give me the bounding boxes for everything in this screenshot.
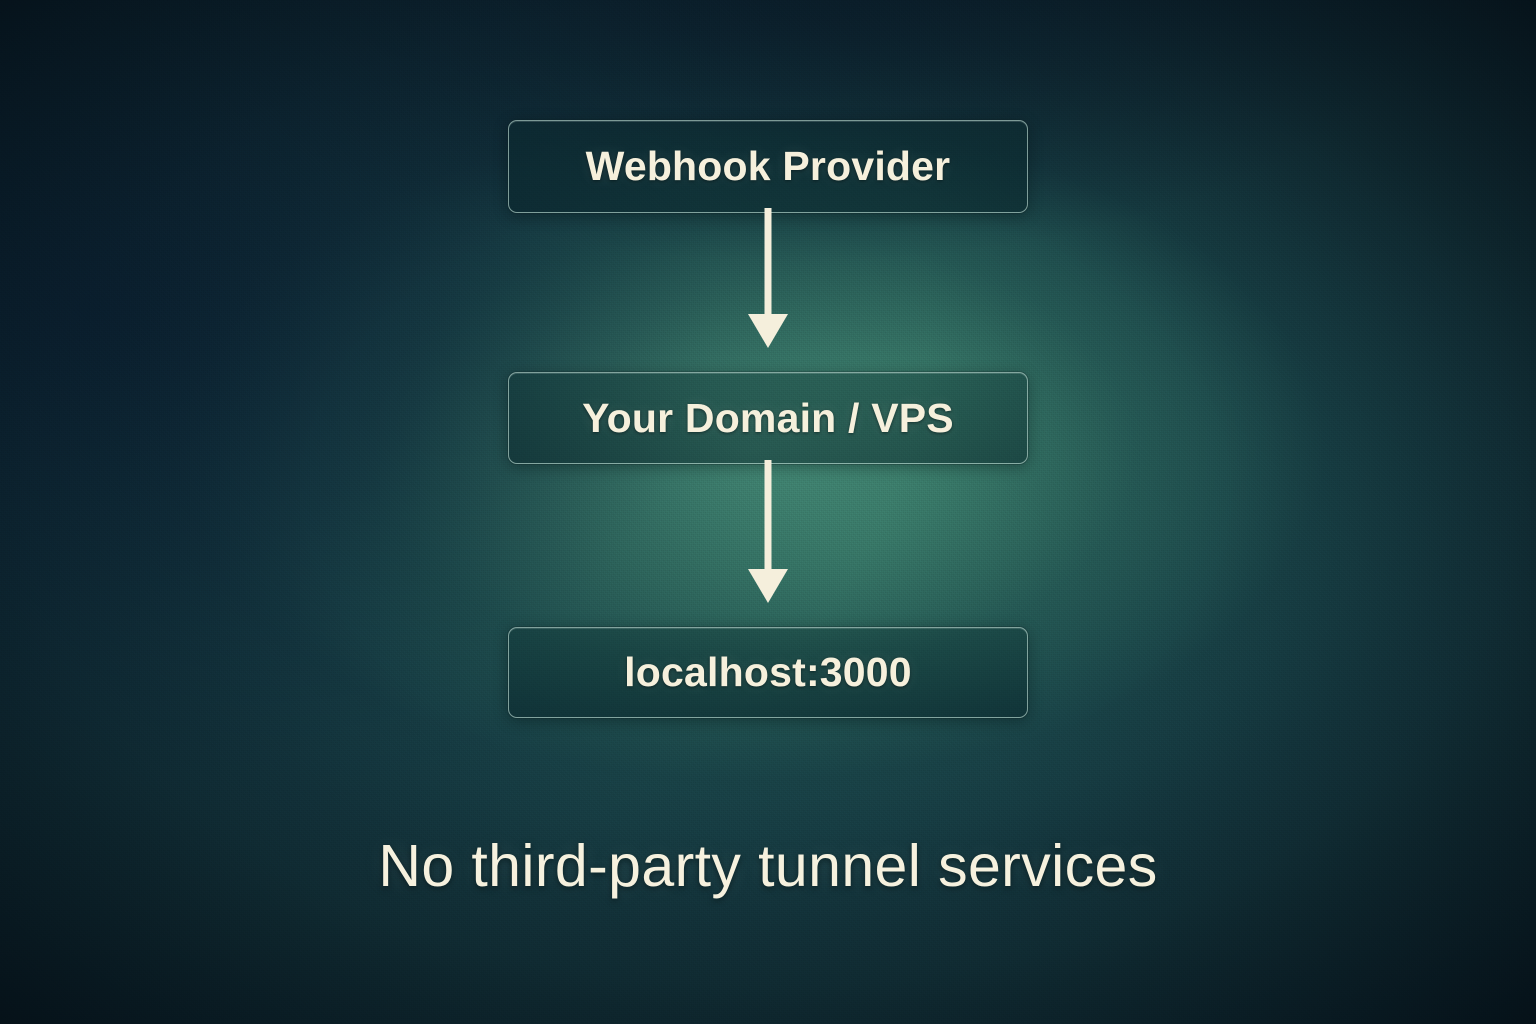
flow-node-label: Your Domain / VPS bbox=[582, 394, 954, 441]
flow-node-label: localhost:3000 bbox=[624, 649, 912, 695]
arrow-head bbox=[748, 314, 788, 348]
arrow-head bbox=[748, 569, 788, 603]
flow-connector-arrow-down-1 bbox=[748, 208, 788, 348]
arrow-shaft bbox=[764, 208, 772, 321]
flow-node-webhook-provider: Webhook Provider bbox=[508, 120, 1028, 213]
flow-connector-arrow-down-2 bbox=[748, 460, 788, 603]
flow-node-localhost-3000: localhost:3000 bbox=[508, 627, 1028, 718]
flow-node-label: Webhook Provider bbox=[585, 143, 951, 189]
slide-caption: No third-party tunnel services bbox=[378, 833, 1158, 899]
flow-node-your-domain-vps: Your Domain / VPS bbox=[508, 372, 1028, 464]
arrow-shaft bbox=[764, 460, 772, 576]
